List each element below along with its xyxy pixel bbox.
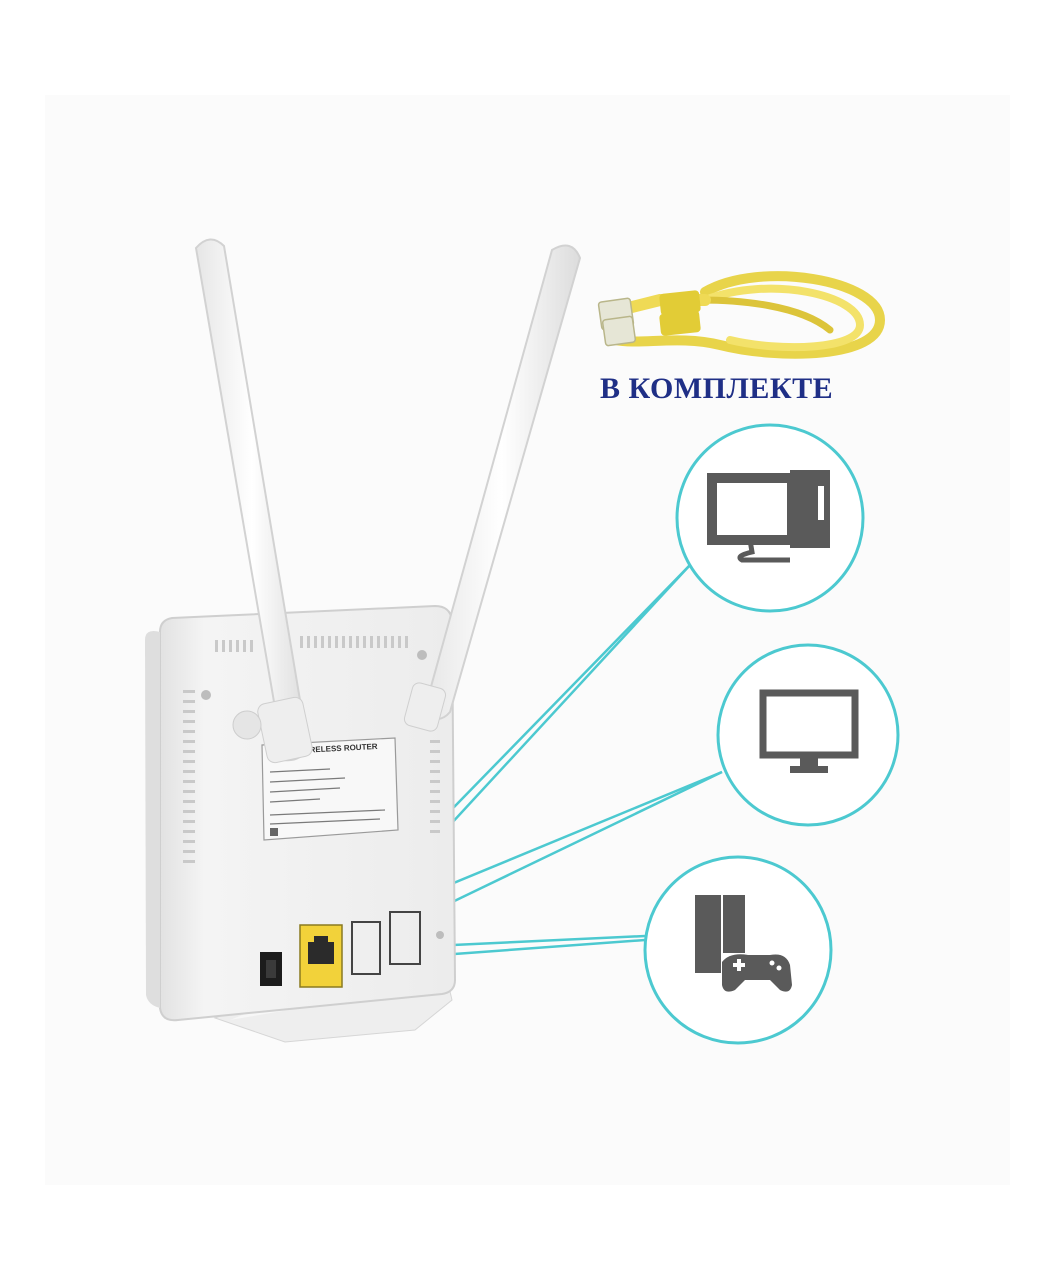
ethernet-cable (597, 271, 886, 359)
router-ports (260, 911, 421, 988)
desktop-computer-icon (707, 470, 830, 563)
router-label-title: WIRELESS ROUTER (300, 742, 378, 755)
device-circle-computer (675, 423, 865, 613)
device-circle-monitor (716, 643, 900, 827)
game-console-icon (695, 895, 792, 992)
router-antenna-left (194, 238, 313, 764)
router-antenna-right (403, 244, 582, 732)
device-circle-console (643, 855, 833, 1045)
lan-port-2 (351, 921, 381, 975)
included-caption: В КОМПЛЕКТЕ (600, 372, 834, 405)
lan-port-3 (389, 911, 421, 965)
monitor-icon (759, 689, 859, 773)
router-label-sticker: WIRELESS ROUTER (261, 737, 399, 841)
